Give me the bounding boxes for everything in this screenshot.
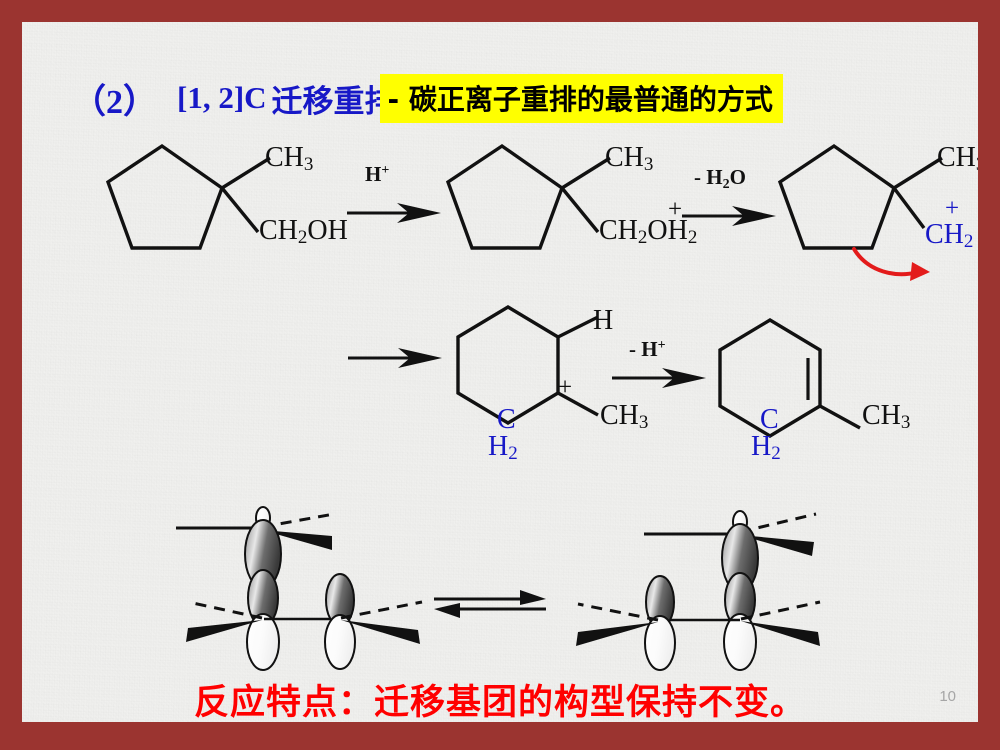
structure-2 [430,132,660,262]
arrow-1 [347,202,443,224]
structure-5 [702,312,922,447]
structure-4-c: C [497,404,516,435]
structure-3-charge: + [945,195,960,222]
structure-3-ch2: CH2 [925,219,974,252]
structure-4-h2: H2 [488,431,518,464]
page-title: （2） [1, 2]C 迁移重排 - 碳正离子重排的最普通的方式 [72,73,783,123]
structure-2-ch2oh2: CH2OH2 [599,215,698,248]
arrow-1-label: H+ [365,162,390,186]
structure-3-ch3: CH3 [937,142,978,175]
title-number: （2） [72,83,157,121]
structure-5-c: C [760,404,779,435]
arrow-2 [682,205,778,227]
structure-1 [90,132,320,262]
title-highlight: - 碳正离子重排的最普通的方式 [379,73,783,123]
orbital-diagram-left [176,502,432,671]
arrow-4 [612,367,708,389]
title-label-latin: [1, 2]C [177,80,267,115]
structure-3 [762,132,978,282]
structure-5-ch3: CH3 [862,400,911,433]
structure-4 [440,297,660,437]
title-label-cjk: 迁移重排 [271,83,396,120]
structure-2-charge: + [668,196,683,223]
structure-2-ch3: CH3 [605,142,654,175]
structure-5-h2: H2 [751,431,781,464]
arrow-2-label: - H2O [694,165,746,192]
arrow-4-label: - H+ [629,337,666,361]
conclusion-text: 反应特点：迁移基团的构型保持不变。 [193,683,806,722]
page-number: 10 [939,688,956,705]
structure-4-ch3: CH3 [600,400,649,433]
structure-4-charge: + [558,374,573,401]
structure-4-h: H [593,305,614,336]
structure-1-ch3: CH3 [265,142,314,175]
slide-canvas: （2） [1, 2]C 迁移重排 - 碳正离子重排的最普通的方式 CH3 CH2… [22,22,978,722]
arrow-3 [348,347,444,369]
structure-1-ch2oh: CH2OH [259,215,348,248]
equilibrium-arrows [434,590,554,624]
orbital-diagram-right [572,502,832,671]
